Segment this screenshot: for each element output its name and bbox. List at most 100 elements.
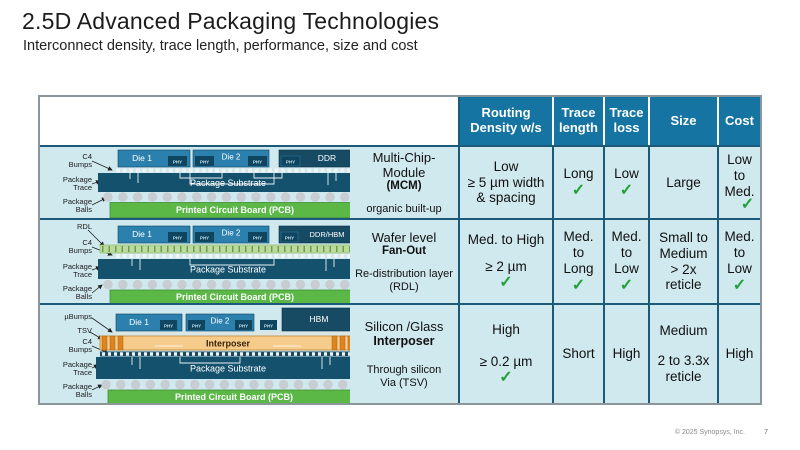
- page-number: 7: [764, 429, 768, 436]
- fanout-package-drawing: Die 1 PHY PHY Die 2 PHY PHY DDR/HBM: [87, 225, 350, 303]
- label-ubumps: µBumps: [64, 312, 92, 321]
- value-text: Med. to High: [467, 231, 545, 247]
- label-package-balls: Package Balls: [62, 197, 92, 215]
- diagram-fanout: Die 1 PHY PHY Die 2 PHY PHY DDR/HBM: [40, 218, 350, 303]
- fanout-trace-loss: Med. to Low ✓: [603, 218, 648, 303]
- phy-label: PHY: [200, 160, 209, 165]
- mcm-cost: Low to Med. ✓: [717, 145, 760, 218]
- phy-label: PHY: [253, 160, 262, 165]
- package-substrate: [96, 357, 350, 379]
- check-icon: ✓: [619, 181, 634, 199]
- phy-block: [260, 320, 277, 330]
- pcb-label: Printed Circuit Board (PCB): [175, 392, 293, 402]
- substrate-label: Package Substrate: [190, 364, 266, 374]
- tech-name-line1: Silicon /Glass: [364, 318, 444, 334]
- phy-block: [195, 156, 214, 166]
- phy-block: [195, 232, 214, 242]
- value-text: Low ≥ 5 µm width & spacing: [467, 158, 545, 206]
- label-c4-bumps: C4 Bumps: [68, 238, 92, 256]
- label-package-balls: Package Balls: [62, 382, 92, 400]
- mcm-routing-density: Low ≥ 5 µm width & spacing: [458, 145, 552, 218]
- label-tsv: TSV: [77, 326, 92, 335]
- fanout-trace-length: Med. to Long ✓: [552, 218, 603, 303]
- header-trace-length: Trace length: [552, 97, 603, 145]
- pcb-label: Printed Circuit Board (PCB): [176, 205, 294, 215]
- value-text: Low to Med.: [724, 152, 755, 199]
- value-text: Low: [614, 166, 639, 182]
- arrow-package-balls: [91, 284, 103, 294]
- phy-label: PHY: [173, 160, 182, 165]
- interposer-trace-loss: High: [603, 303, 648, 403]
- interposer-size: Medium 2 to 3.3x reticle: [648, 303, 717, 403]
- arrow-package-balls: [91, 384, 103, 391]
- phy-label: PHY: [264, 324, 273, 329]
- phy-block: [280, 231, 299, 243]
- die2-label: Die 2: [211, 317, 230, 326]
- tech-name-sub: Re-distribution layer (RDL): [355, 267, 453, 293]
- tsv-bars: [101, 335, 350, 351]
- check-icon: ✓: [732, 276, 747, 294]
- die1-label: Die 1: [132, 229, 152, 239]
- ddr-label: DDR: [318, 153, 336, 163]
- phy-label: PHY: [192, 324, 201, 329]
- label-c4-bumps: C4 Bumps: [68, 152, 92, 170]
- interposer-cost: High: [717, 303, 760, 403]
- fanout-routing-density: Med. to High ≥ 2 µm ✓: [458, 218, 552, 303]
- arrow-package-balls: [91, 197, 107, 206]
- memory-label: DDR/HBM: [310, 230, 345, 239]
- phy-label: PHY: [253, 236, 262, 241]
- pcb-bar: [109, 289, 350, 303]
- phy-label: PHY: [164, 324, 173, 329]
- tech-name-line1: Wafer level: [371, 229, 437, 245]
- tech-name-sub: Through silicon Via (TSV): [366, 363, 442, 389]
- value-text: Large: [666, 174, 701, 190]
- comparison-table: Routing Density w/s Trace length Trace l…: [38, 95, 762, 405]
- tech-name-line2: Fan-Out: [381, 244, 427, 257]
- check-icon: ✓: [499, 369, 513, 387]
- header-empty-cell: [40, 97, 458, 145]
- die1-label: Die 1: [129, 317, 149, 327]
- page-subtitle: Interconnect density, trace length, perf…: [23, 38, 418, 54]
- tech-name-line1: Multi-Chip-Module: [372, 149, 436, 180]
- die1-label: Die 1: [132, 153, 152, 163]
- diagram-mcm: Die 1 PHY PHY Die 2 PHY PHY DDR: [40, 145, 350, 218]
- phy-block: [235, 320, 252, 330]
- label-c4-bumps: C4 Bumps: [68, 337, 92, 355]
- value-text: High: [492, 321, 520, 337]
- copyright-text: © 2025 Synopsys, Inc.: [674, 429, 745, 436]
- package-substrate: [98, 173, 350, 192]
- interposer-package-drawing: Die 1 PHY PHY Die 2 PHY PHY HBM: [89, 307, 350, 403]
- package-traces: [131, 357, 331, 369]
- tech-name-line2: (MCM): [386, 179, 422, 192]
- interposer-routing-density: High ≥ 0.2 µm ✓: [458, 303, 552, 403]
- fanout-size: Small to Medium > 2x reticle: [648, 218, 717, 303]
- header-routing-density: Routing Density w/s: [458, 97, 552, 145]
- check-icon: ✓: [740, 195, 755, 213]
- value-text: High: [612, 346, 641, 362]
- package-substrate: [98, 259, 350, 279]
- hbm-block: [281, 307, 350, 332]
- label-package-balls: Package Balls: [62, 284, 92, 302]
- check-icon: ✓: [619, 276, 634, 294]
- mcm-trace-loss: Low ✓: [603, 145, 648, 218]
- pcb-bar: [107, 389, 350, 403]
- tech-name-fanout: Wafer level Fan-Out Re-distribution laye…: [350, 218, 458, 303]
- value-text-2: ≥ 0.2 µm: [479, 353, 533, 369]
- value-text: Med. to Long: [563, 229, 594, 276]
- tech-name-sub: organic built-up: [366, 202, 442, 215]
- interposer-label: Interposer: [206, 339, 251, 349]
- phy-block: [160, 320, 177, 330]
- phy-block: [280, 155, 301, 167]
- value-text: Long: [563, 166, 594, 182]
- phy-block: [248, 156, 267, 166]
- page-title: 2.5D Advanced Packaging Technologies: [22, 8, 440, 34]
- phy-label: PHY: [173, 236, 182, 241]
- value-text: Short: [562, 346, 595, 362]
- value-text: High: [725, 346, 754, 362]
- mcm-trace-length: Long ✓: [552, 145, 603, 218]
- phy-block: [188, 320, 205, 330]
- check-icon: ✓: [571, 276, 586, 294]
- label-package-trace: Package Trace: [62, 262, 92, 280]
- label-package-trace: Package Trace: [62, 175, 92, 193]
